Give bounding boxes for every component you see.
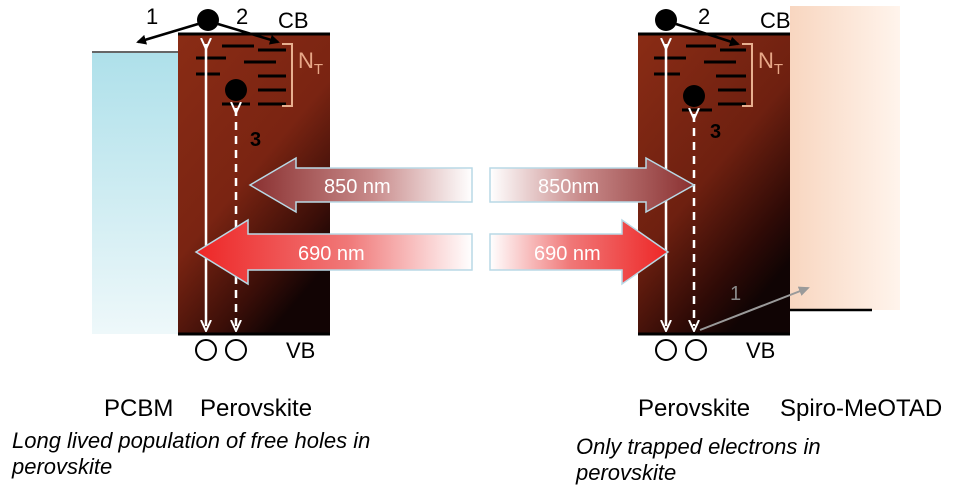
label-3-left: 3 <box>250 129 261 151</box>
trap-bracket-left <box>282 43 293 107</box>
right-panel: 2 CB NT 3 850nm 690 nm 1 VB Perovskite S… <box>489 4 942 422</box>
label-690-left: 690 nm <box>298 243 365 265</box>
trapping-arrow-2-left <box>217 22 280 45</box>
spiro-layer <box>790 6 900 310</box>
probe-arrow-690-left <box>194 218 473 286</box>
hole-icon <box>225 339 247 361</box>
hole-transfer-arrow-1-right <box>699 286 810 331</box>
caption-right: Only trapped electrons in perovskite <box>576 434 966 486</box>
label-nt-right: NT <box>758 48 783 78</box>
hole-icon <box>655 339 677 361</box>
label-cb-right: CB <box>760 8 791 33</box>
label-vb-right: VB <box>746 338 775 363</box>
trapping-arrow-2-right <box>675 22 740 47</box>
label-vb-left: VB <box>286 338 315 363</box>
label-2-left: 2 <box>236 4 248 29</box>
label-850-left: 850 nm <box>324 176 391 198</box>
label-1-left: 1 <box>146 4 158 29</box>
label-1-right: 1 <box>730 283 741 305</box>
probe-arrow-690-right <box>489 218 670 286</box>
caption-right-line1: Only trapped electrons in <box>576 434 821 459</box>
label-cb-left: CB <box>278 8 309 33</box>
label-perovskite-left: Perovskite <box>200 395 312 422</box>
caption-left: Long lived population of free holes in p… <box>12 428 472 480</box>
label-pcbm: PCBM <box>104 395 173 422</box>
electron-icon <box>655 9 677 31</box>
hole-icon <box>195 339 217 361</box>
label-2-right: 2 <box>698 4 710 29</box>
left-panel: 1 2 CB NT 3 850 nm 690 nm VB PCBM Perovs… <box>92 4 473 422</box>
caption-left-line1: Long lived population of free holes in <box>12 428 371 453</box>
label-3-right: 3 <box>710 121 721 143</box>
transfer-arrow-1-left <box>136 22 199 45</box>
caption-left-line2: perovskite <box>12 454 113 479</box>
electron-icon <box>683 85 705 107</box>
label-spiro: Spiro-MeOTAD <box>780 395 942 422</box>
trap-bracket-right <box>742 43 753 107</box>
pcbm-layer <box>92 52 178 334</box>
label-850-right: 850nm <box>538 176 599 198</box>
label-690-right: 690 nm <box>534 243 601 265</box>
electron-icon <box>225 79 247 101</box>
hole-icon <box>685 339 707 361</box>
caption-right-line2: perovskite <box>576 460 677 485</box>
label-nt-left: NT <box>298 48 323 78</box>
electron-icon <box>197 9 219 31</box>
label-perovskite-right: Perovskite <box>638 395 750 422</box>
probe-arrow-850-right <box>489 156 696 214</box>
probe-arrow-850-left <box>248 156 473 214</box>
